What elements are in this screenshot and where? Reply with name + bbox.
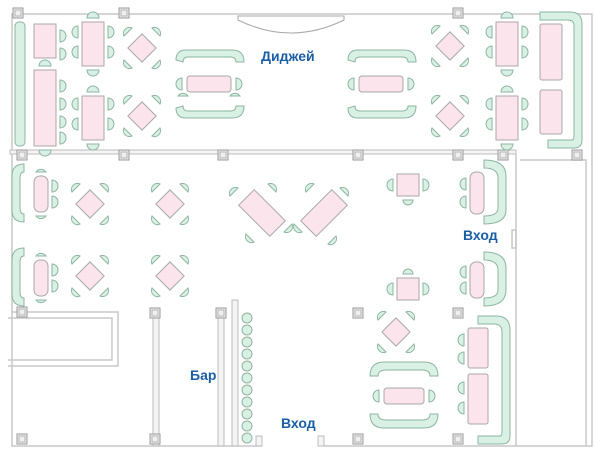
column	[452, 7, 464, 19]
table-square[interactable]	[386, 173, 430, 206]
entrance-bottom-label: Вход	[281, 415, 316, 431]
booth-entrance-top[interactable]	[459, 159, 507, 225]
table-long-center-left[interactable]	[228, 182, 294, 244]
columns	[12, 7, 583, 445]
table-diamond[interactable]	[150, 254, 190, 298]
table-diamond[interactable]	[430, 24, 470, 68]
booth-top-left[interactable]	[175, 49, 245, 119]
column	[217, 149, 229, 161]
bar-label: Бар	[190, 367, 216, 383]
column	[571, 149, 583, 161]
column	[16, 433, 28, 445]
dj-stage[interactable]	[237, 15, 345, 34]
column	[452, 307, 464, 319]
column	[352, 149, 364, 161]
table-group-top-left[interactable]	[14, 11, 115, 157]
column	[118, 149, 130, 161]
column	[149, 307, 161, 319]
table-diamond[interactable]	[70, 254, 110, 298]
column	[452, 149, 464, 161]
column	[16, 306, 28, 318]
column	[12, 7, 24, 19]
booth-entrance-bottom[interactable]	[459, 251, 507, 307]
booth-bottom-center[interactable]	[369, 361, 439, 429]
table-long-center-right[interactable]	[292, 182, 350, 246]
table-group-top-right[interactable]	[485, 11, 583, 151]
booth-top-right[interactable]	[347, 49, 417, 119]
column	[352, 307, 364, 319]
column	[497, 149, 509, 161]
booth-middle-left[interactable]	[11, 163, 59, 223]
bar-stools	[241, 312, 253, 444]
column	[352, 433, 364, 445]
table-diamond[interactable]	[376, 310, 416, 354]
column	[452, 433, 464, 445]
table-square[interactable]	[386, 268, 430, 301]
table-diamond[interactable]	[430, 94, 470, 138]
walls	[8, 13, 593, 450]
entrance-right-label: Вход	[463, 227, 498, 243]
column	[118, 7, 130, 19]
column	[16, 149, 28, 161]
table-diamond[interactable]	[122, 94, 162, 138]
table-diamond[interactable]	[70, 182, 110, 226]
column	[149, 433, 161, 445]
table-diamond[interactable]	[122, 26, 162, 70]
dj-label: Диджей	[261, 48, 315, 64]
table-diamond[interactable]	[150, 182, 190, 226]
booth-lower-left[interactable]	[11, 247, 59, 307]
column	[215, 307, 227, 319]
booth-bottom-right[interactable]	[457, 315, 511, 445]
